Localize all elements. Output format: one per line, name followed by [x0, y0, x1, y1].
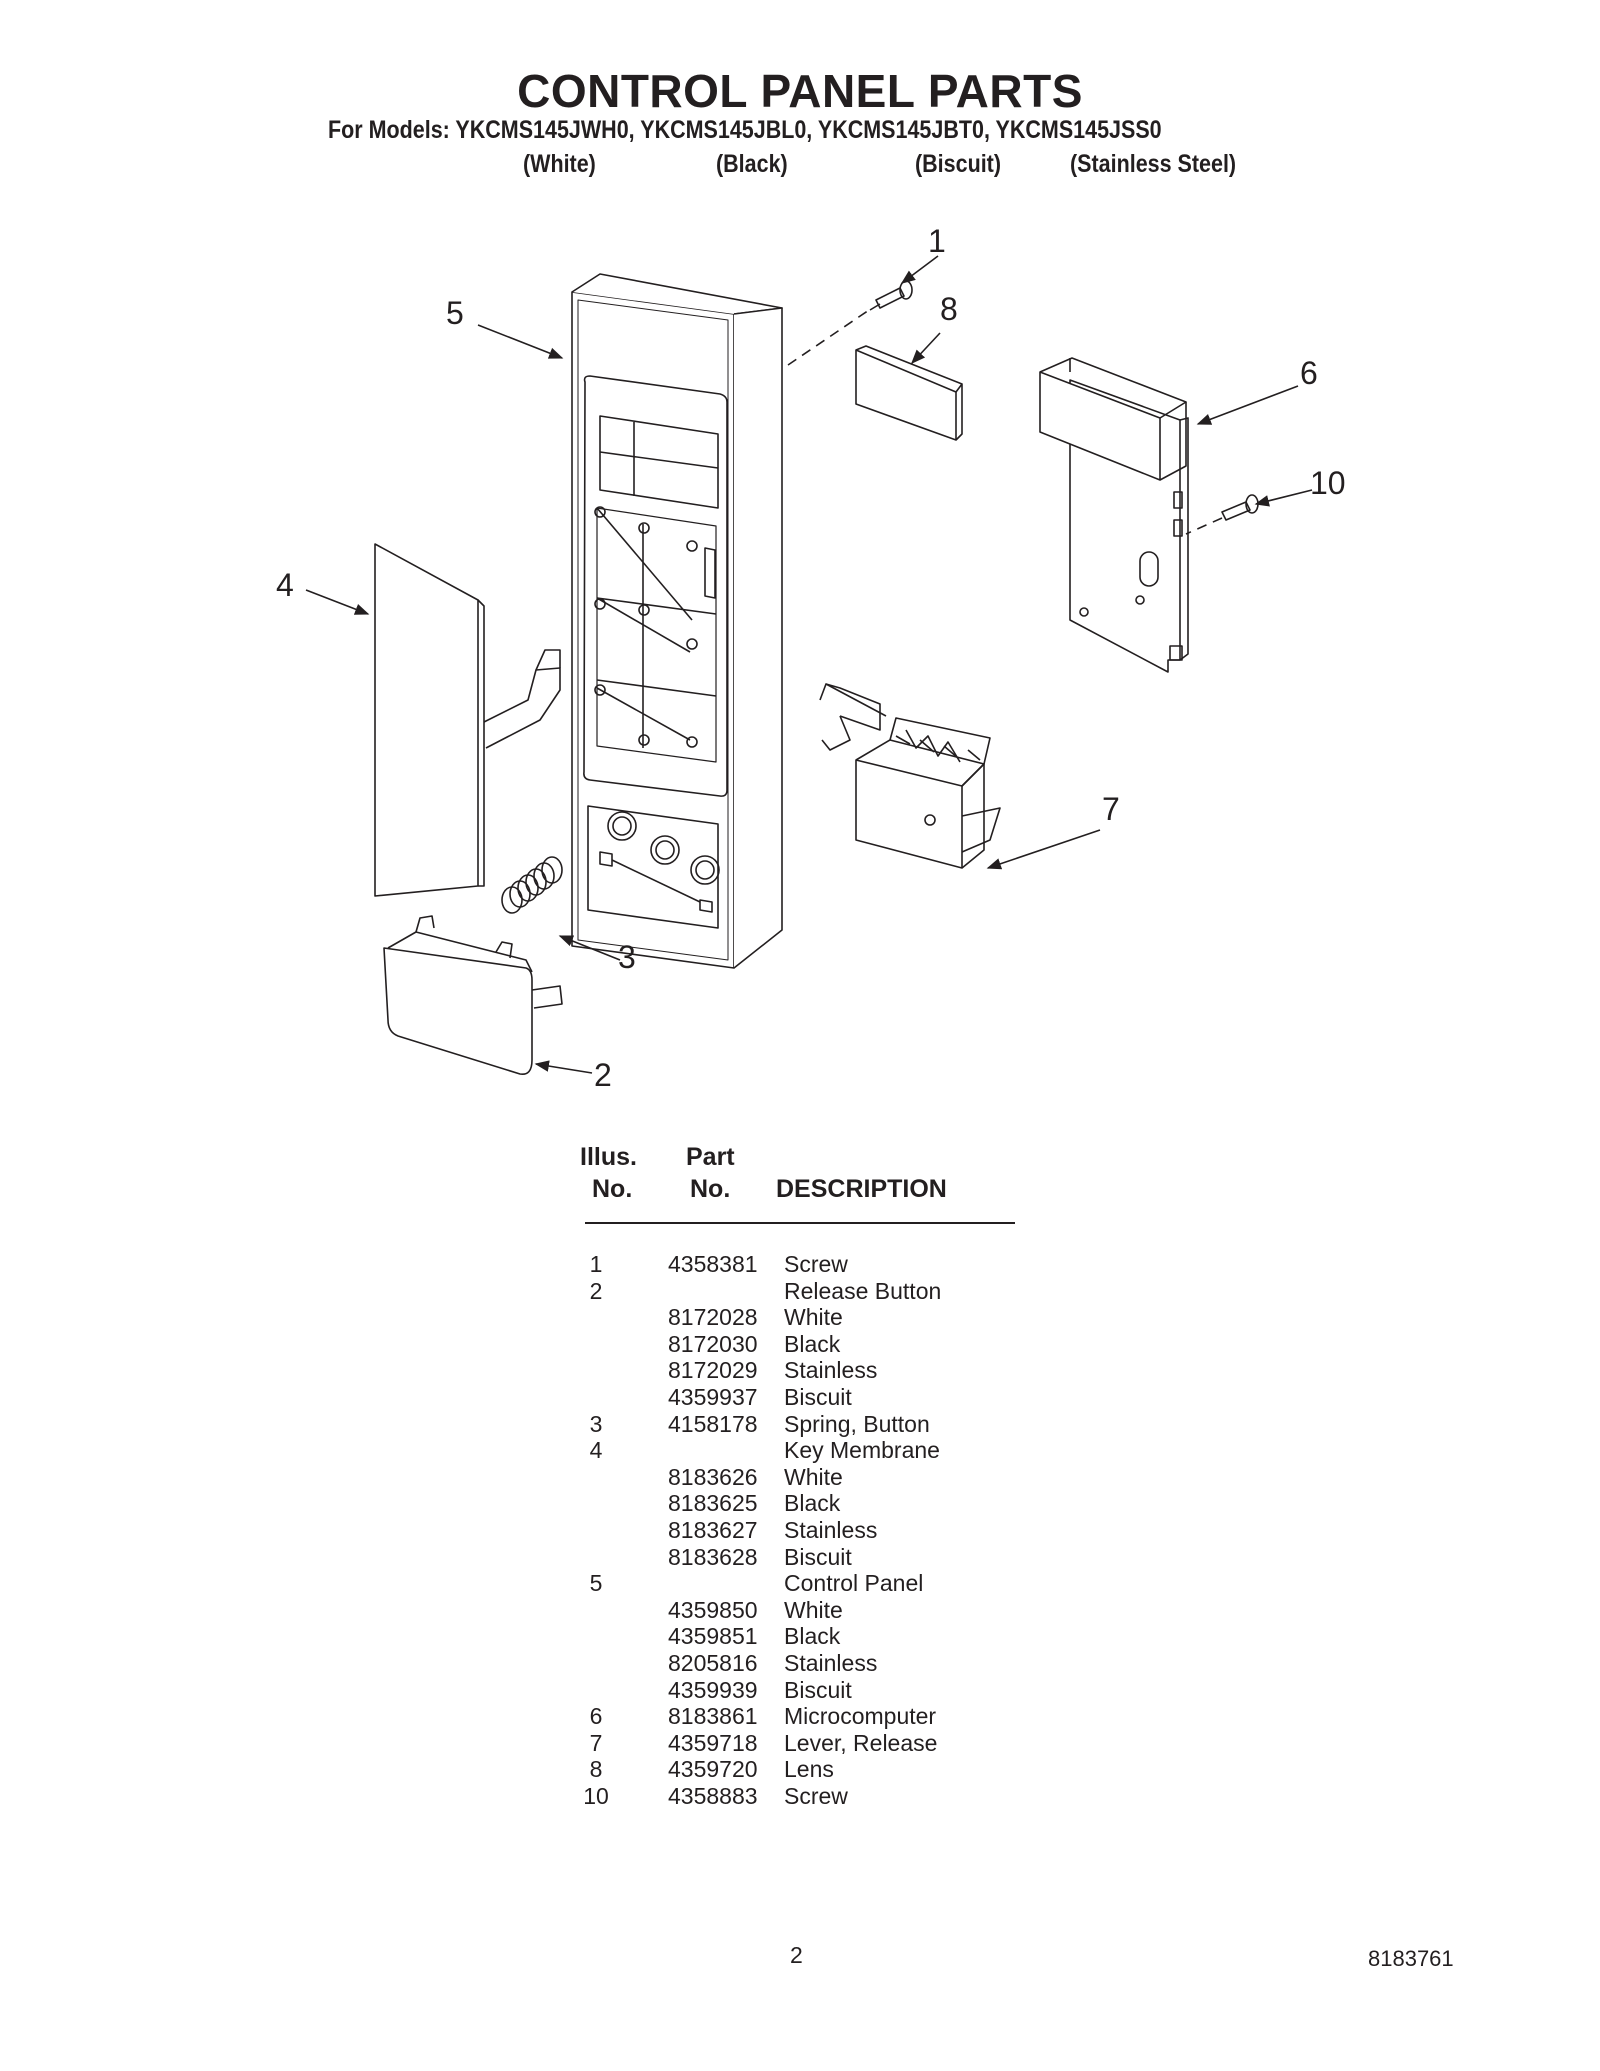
finish-black: (Black)	[716, 150, 788, 178]
illus-no-cell: 10	[583, 1782, 609, 1809]
illus-no-cell: 6	[589, 1703, 603, 1730]
part-no-cell: 4359718	[668, 1729, 758, 1756]
part-no-cell: 8183625	[668, 1490, 758, 1517]
description-cell: Stainless	[784, 1516, 878, 1543]
header-illus: Illus.	[580, 1143, 637, 1171]
part-no-cell: 4359720	[668, 1756, 758, 1783]
description-cell: Screw	[784, 1251, 848, 1277]
finish-white: (White)	[523, 150, 596, 178]
lens-part	[855, 349, 957, 441]
release-lever-part	[819, 683, 1001, 869]
release-button-part	[383, 915, 563, 1076]
header-part: Part	[686, 1143, 735, 1171]
part-no-cell: 4158178	[668, 1410, 758, 1437]
illus-no-cell: 7	[589, 1729, 603, 1756]
description-cell: Lever, Release	[784, 1729, 938, 1756]
part-no-cell: 4358883	[668, 1782, 758, 1809]
part-no-cell: 8183861	[668, 1703, 758, 1730]
header-rule	[585, 1222, 1015, 1224]
callout-6: 6	[1300, 355, 1318, 391]
callout-7: 7	[1102, 791, 1120, 827]
part-no-cell: 4359850	[668, 1596, 758, 1623]
description-cell: White	[784, 1596, 843, 1623]
part-no-cell: 8183628	[668, 1543, 758, 1570]
finish-stainless-steel: (Stainless Steel)	[1070, 150, 1237, 178]
description-cell: Black	[784, 1490, 841, 1517]
microcomputer-part	[1039, 357, 1189, 673]
description-cell: Control Panel	[784, 1570, 924, 1597]
description-cell: Black	[784, 1623, 841, 1650]
header-illus-no: No.	[592, 1175, 633, 1203]
illus-no-cell: 4	[589, 1437, 603, 1464]
callout-10: 10	[1310, 465, 1346, 501]
callout-1: 1	[928, 223, 946, 259]
callout-4: 4	[276, 567, 294, 603]
description-cell: Screw	[784, 1782, 848, 1809]
part-no-cell: 8172029	[668, 1357, 758, 1384]
description-cell: Biscuit	[784, 1676, 852, 1703]
description-cell: Stainless	[784, 1357, 878, 1384]
finish-biscuit: (Biscuit)	[915, 150, 1001, 178]
illus-no-cell: 3	[589, 1410, 603, 1437]
models-line: For Models: YKCMS145JWH0, YKCMS145JBL0, …	[328, 116, 1162, 144]
description-cell: Biscuit	[784, 1543, 852, 1570]
page-title: CONTROL PANEL PARTS	[517, 65, 1083, 117]
illus-no-cell: 5	[589, 1570, 603, 1597]
description-cell: Microcomputer	[784, 1703, 937, 1730]
description-cell: Black	[784, 1330, 841, 1357]
part-no-cell: 8183626	[668, 1463, 758, 1490]
callout-5: 5	[446, 295, 464, 331]
description-cell: Release Button	[784, 1277, 942, 1304]
description-cell: Stainless	[784, 1649, 878, 1676]
part-no-cell: 4359937	[668, 1383, 758, 1410]
screw-part-10	[1221, 494, 1259, 521]
part-no-cell: 4359939	[668, 1676, 758, 1703]
part-no-cell: 8205816	[668, 1649, 758, 1676]
part-no-cell: 8172030	[668, 1330, 758, 1357]
page-number: 2	[790, 1942, 803, 1968]
description-cell: White	[784, 1463, 843, 1490]
control-panel-part	[571, 273, 783, 969]
callout-8: 8	[940, 291, 958, 327]
part-no-cell: 4358381	[668, 1251, 758, 1277]
illus-no-cell: 1	[589, 1251, 603, 1277]
callout-2: 2	[594, 1057, 612, 1093]
exploded-parts-diagram: 1 2 3 4 5 6 7 8 10	[276, 223, 1346, 1093]
description-cell: Spring, Button	[784, 1410, 930, 1437]
screw-part-1	[869, 280, 913, 311]
key-membrane-part	[374, 543, 561, 897]
illus-no-cell: 8	[589, 1756, 603, 1783]
header-description: DESCRIPTION	[776, 1175, 947, 1203]
part-no-cell: 8183627	[668, 1516, 758, 1543]
illus-no-cell: 2	[589, 1277, 603, 1304]
description-cell: Biscuit	[784, 1383, 852, 1410]
header-part-no: No.	[690, 1175, 731, 1203]
description-cell: Key Membrane	[784, 1437, 940, 1464]
part-no-cell: 4359851	[668, 1623, 758, 1650]
spring-part	[501, 856, 563, 914]
description-cell: White	[784, 1304, 843, 1331]
description-cell: Lens	[784, 1756, 834, 1783]
callout-3: 3	[618, 939, 636, 975]
part-no-cell: 8172028	[668, 1304, 758, 1331]
document-number: 8183761	[1368, 1946, 1454, 1971]
